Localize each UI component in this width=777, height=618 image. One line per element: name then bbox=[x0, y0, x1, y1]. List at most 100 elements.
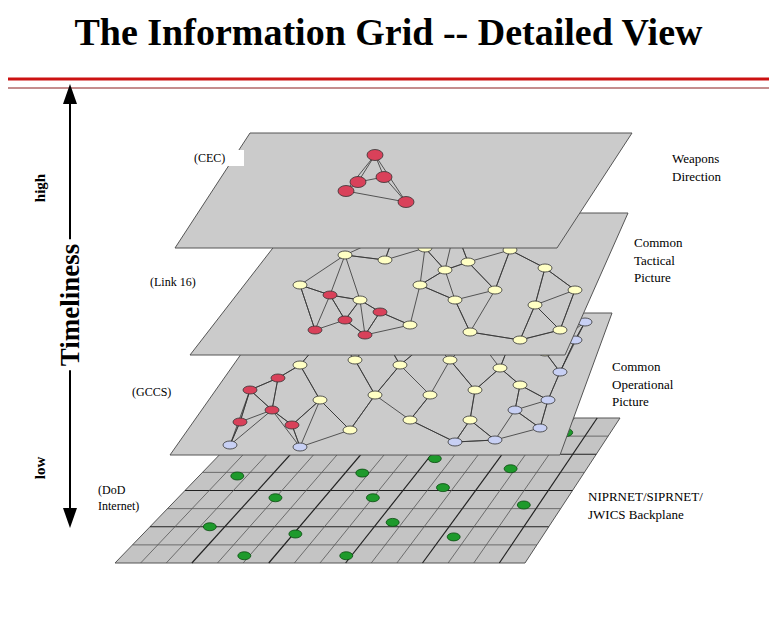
network-link bbox=[355, 330, 380, 360]
network-node bbox=[313, 396, 327, 404]
network-link bbox=[380, 330, 400, 365]
network-node bbox=[504, 465, 517, 473]
network-node bbox=[338, 251, 352, 259]
network-link bbox=[520, 305, 535, 340]
network-node bbox=[508, 326, 522, 334]
network-link bbox=[545, 322, 585, 352]
plane bbox=[170, 313, 612, 455]
network-link bbox=[535, 268, 545, 305]
grid-line bbox=[474, 418, 575, 563]
network-link bbox=[300, 330, 330, 365]
plane bbox=[175, 133, 632, 248]
network-node bbox=[447, 533, 460, 541]
network-node bbox=[568, 336, 582, 344]
network-node bbox=[265, 406, 279, 414]
network-link bbox=[345, 232, 395, 255]
network-link bbox=[272, 378, 278, 410]
network-node bbox=[373, 308, 387, 316]
network-link bbox=[292, 400, 320, 425]
network-node bbox=[289, 530, 302, 538]
arrow-head bbox=[63, 508, 77, 528]
network-link bbox=[375, 365, 400, 395]
network-link bbox=[445, 270, 455, 300]
network-link bbox=[400, 340, 430, 365]
network-node bbox=[553, 368, 567, 376]
network-link bbox=[272, 378, 278, 410]
grid-line bbox=[371, 418, 483, 563]
network-link bbox=[330, 255, 345, 295]
network-node bbox=[338, 316, 352, 324]
network-link bbox=[425, 228, 455, 248]
network-name: (CEC) bbox=[194, 150, 244, 166]
grid-line bbox=[423, 418, 529, 563]
network-link bbox=[430, 360, 450, 395]
network-node bbox=[238, 552, 251, 560]
network-link bbox=[300, 330, 330, 365]
network-node bbox=[203, 523, 216, 531]
network-node bbox=[513, 381, 527, 389]
network-node bbox=[348, 356, 362, 364]
network-node bbox=[269, 494, 282, 502]
grid-line bbox=[294, 418, 414, 563]
network-link bbox=[470, 390, 475, 420]
network-node bbox=[448, 224, 462, 232]
network-node bbox=[243, 386, 257, 394]
network-link bbox=[535, 268, 545, 305]
network-node bbox=[578, 318, 592, 326]
network-link bbox=[355, 360, 375, 395]
network-link bbox=[495, 250, 510, 290]
grid-line bbox=[320, 418, 438, 563]
network-node bbox=[338, 186, 354, 197]
layer-label: Common Tactical Picture bbox=[634, 234, 700, 287]
network-link bbox=[468, 262, 495, 290]
network-link bbox=[300, 400, 320, 447]
network-link bbox=[470, 390, 475, 420]
network-link bbox=[470, 290, 495, 332]
network-node bbox=[367, 150, 383, 161]
network-node bbox=[285, 421, 299, 429]
grid-layer: (CEC)Weapons Direction bbox=[90, 120, 750, 260]
network-node bbox=[356, 469, 369, 477]
network-node bbox=[271, 374, 285, 382]
network-name: (DoD Internet) bbox=[98, 482, 160, 514]
network-node bbox=[560, 429, 573, 437]
axis-label: low bbox=[32, 453, 49, 484]
title-rule bbox=[8, 88, 769, 89]
network-link bbox=[395, 232, 425, 248]
network-node bbox=[231, 472, 244, 480]
network-node bbox=[343, 426, 357, 434]
network-link bbox=[520, 305, 535, 340]
layer-label: Common Operational Picture bbox=[612, 358, 692, 411]
network-link bbox=[320, 400, 350, 430]
network-link bbox=[500, 330, 515, 368]
network-link bbox=[515, 330, 545, 352]
network-link bbox=[380, 330, 400, 365]
network-node bbox=[413, 281, 427, 289]
network-node bbox=[398, 197, 414, 208]
network-link bbox=[468, 262, 495, 290]
layer-label: NIPRNET/SIPRNET/ JWICS Backplane bbox=[588, 488, 738, 523]
network-link bbox=[425, 228, 455, 248]
network-node bbox=[393, 361, 407, 369]
network-node bbox=[568, 286, 582, 294]
arrow-head bbox=[63, 84, 77, 104]
network-node bbox=[350, 177, 366, 188]
grid-line bbox=[192, 418, 324, 563]
network-node bbox=[488, 286, 502, 294]
grid-line bbox=[166, 418, 300, 563]
network-link bbox=[330, 330, 380, 331]
network-node bbox=[541, 396, 555, 404]
network-link bbox=[395, 232, 425, 248]
network-link bbox=[560, 290, 575, 330]
network-link bbox=[420, 248, 425, 285]
network-node bbox=[553, 326, 567, 334]
network-link bbox=[410, 285, 420, 325]
network-link bbox=[375, 365, 400, 395]
network-node bbox=[366, 494, 379, 502]
network-node bbox=[513, 336, 527, 344]
network-node bbox=[223, 441, 237, 449]
network-link bbox=[455, 300, 470, 332]
network-node bbox=[490, 443, 503, 451]
network-node bbox=[418, 244, 432, 252]
network-node bbox=[378, 256, 392, 264]
